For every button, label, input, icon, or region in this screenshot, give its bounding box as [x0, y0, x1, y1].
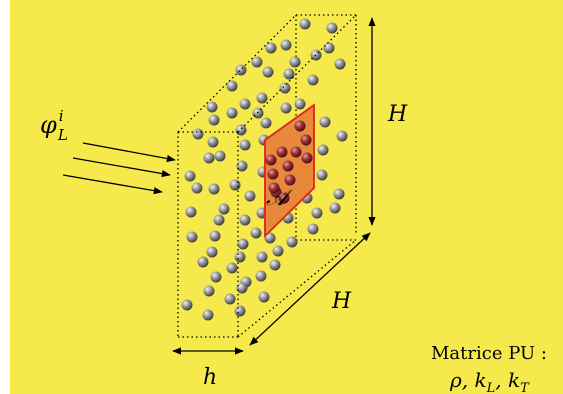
depth-label: H	[331, 289, 352, 314]
particle	[323, 42, 335, 54]
particle	[203, 152, 215, 164]
flux-arrow	[62, 174, 163, 195]
particle	[334, 58, 346, 70]
highlight-particle	[278, 192, 290, 204]
particle	[226, 262, 238, 274]
particle	[186, 231, 198, 243]
particle	[283, 68, 295, 80]
particle	[239, 139, 251, 151]
particle	[234, 305, 246, 317]
particle	[255, 270, 267, 282]
particle	[191, 182, 203, 194]
particle	[208, 114, 220, 126]
particle	[256, 251, 268, 263]
particle	[307, 223, 319, 235]
incident-flux-arrows	[62, 142, 176, 195]
height-label: H	[387, 102, 408, 127]
material-properties: ρ, kL, kT	[449, 368, 530, 394]
particle	[269, 259, 281, 271]
particle	[203, 285, 215, 297]
particle	[235, 124, 247, 136]
highlight-particle	[276, 146, 288, 158]
particle	[214, 150, 226, 162]
particle	[218, 203, 230, 215]
particle	[244, 190, 256, 202]
particle	[226, 80, 238, 92]
highlight-particles-group	[265, 120, 313, 204]
particle	[239, 214, 251, 226]
particle	[299, 18, 311, 30]
particle	[236, 160, 248, 172]
particle	[316, 169, 328, 181]
particle	[237, 238, 249, 250]
particle	[181, 299, 193, 311]
highlight-particle	[268, 182, 280, 194]
particle	[311, 207, 323, 219]
particle	[235, 64, 247, 76]
particle	[197, 256, 209, 268]
particle	[307, 74, 319, 86]
particle	[317, 144, 329, 156]
particle	[207, 136, 219, 148]
highlight-particle	[284, 174, 296, 186]
thickness-label: h	[203, 365, 217, 390]
particle	[206, 101, 218, 113]
flux-arrow	[72, 157, 171, 178]
particle	[265, 42, 277, 54]
particle	[224, 293, 236, 305]
particle	[280, 39, 292, 51]
particle	[329, 202, 341, 214]
highlight-particle	[290, 146, 302, 158]
particle	[206, 246, 218, 258]
particle	[184, 170, 196, 182]
particle	[280, 102, 292, 114]
highlight-particle	[282, 160, 294, 172]
particle	[250, 227, 262, 239]
particle	[251, 56, 263, 68]
particle	[256, 92, 268, 104]
particle	[239, 98, 251, 110]
particle	[229, 179, 241, 191]
particle	[208, 183, 220, 195]
particle	[286, 236, 298, 248]
particle	[294, 98, 306, 110]
highlight-particle	[267, 168, 279, 180]
particle	[226, 107, 238, 119]
particle	[234, 251, 246, 263]
highlight-particle	[294, 120, 306, 132]
highlight-particle	[301, 152, 313, 164]
particle	[272, 245, 284, 257]
depth-dimension-arrow	[249, 232, 371, 346]
particle	[289, 56, 301, 68]
particle	[185, 206, 197, 218]
particle	[192, 128, 204, 140]
particle	[262, 66, 274, 78]
particle	[213, 214, 225, 226]
particle	[333, 188, 345, 200]
particle	[279, 82, 291, 94]
particle	[260, 117, 272, 129]
highlight-particle	[265, 154, 277, 166]
particle	[319, 116, 331, 128]
particle	[202, 309, 214, 321]
material-title: Matrice PU :	[431, 343, 547, 364]
highlight-particle	[300, 134, 312, 146]
particle	[326, 22, 338, 34]
particle	[258, 291, 270, 303]
flux-arrow	[82, 142, 176, 163]
particle	[210, 271, 222, 283]
flux-label: φLi	[40, 107, 68, 144]
particle	[209, 230, 221, 242]
particle	[236, 282, 248, 294]
particle	[336, 130, 348, 142]
